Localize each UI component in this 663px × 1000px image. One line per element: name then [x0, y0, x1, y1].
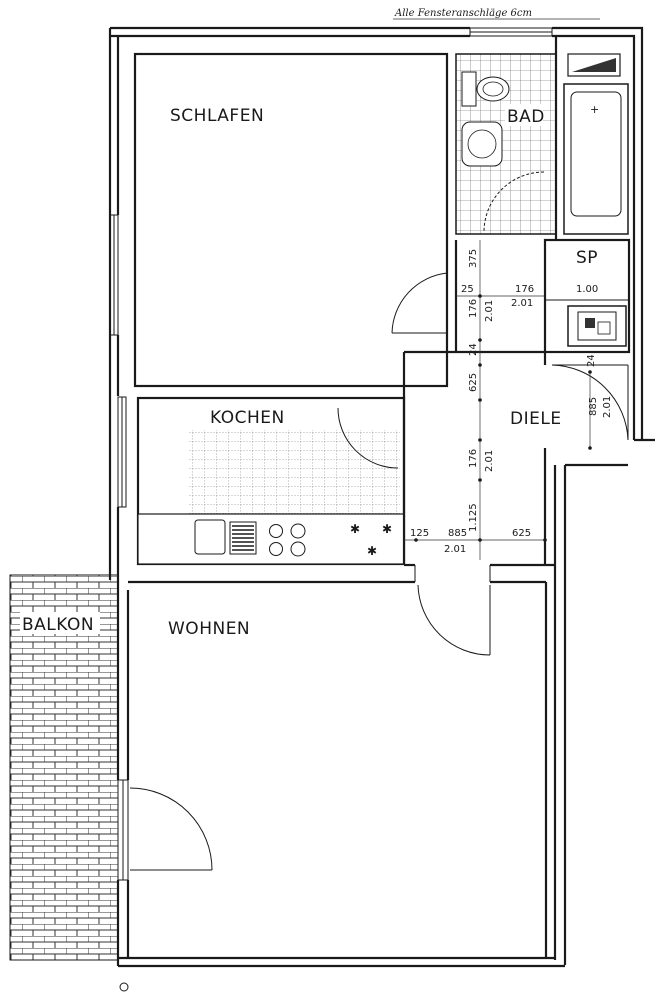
dim-201-a: 2.01	[511, 298, 533, 309]
room-label-sp: SP	[576, 248, 598, 268]
toilet-icon	[461, 71, 510, 107]
dim-201-v2: 2.01	[484, 450, 495, 472]
dim-201-v3: 2.01	[602, 396, 613, 418]
sink-icon	[461, 121, 503, 167]
dim-625-h: 625	[512, 528, 531, 539]
dim-176-a: 176	[515, 284, 534, 295]
dim-24-b: 24	[586, 354, 597, 367]
room-label-balkon: BALKON	[22, 615, 94, 635]
room-schlafen: SCHLAFEN	[133, 52, 449, 388]
dim-885-h: 885	[448, 528, 467, 539]
balcony: BALKON	[9, 574, 119, 961]
room-label-kochen: KOCHEN	[210, 408, 285, 428]
heater-icon	[567, 53, 621, 77]
dim-375: 375	[468, 249, 479, 268]
room-label-diele: DIELE	[510, 409, 562, 429]
dim-125: 125	[410, 528, 429, 539]
outer-walls	[108, 26, 655, 968]
bathtub-icon: +	[563, 83, 629, 235]
window-note: Alle Fensteranschläge 6cm	[394, 8, 532, 19]
dim-625-v: 625	[468, 373, 479, 392]
kitchen-sink-icon	[194, 519, 257, 555]
dim-1125: 1.125	[468, 503, 479, 532]
room-label-bad: BAD	[507, 107, 545, 127]
svg-text:✱: ✱	[367, 544, 377, 558]
dim-201-v1: 2.01	[484, 300, 495, 322]
svg-text:✱: ✱	[382, 522, 392, 536]
dim-24: 24	[468, 343, 479, 356]
room-diele: DIELE 375 25 176 2.01 1.00 176 2.01 24 6…	[402, 240, 629, 582]
room-kochen: KOCHEN ✱ ✱ ✱	[136, 396, 406, 566]
room-wohnen: WOHNEN	[119, 580, 548, 992]
dim-885-v: 885	[588, 397, 599, 416]
stove-icon	[269, 523, 306, 557]
dim-201-h: 2.01	[444, 544, 466, 555]
room-label-wohnen: WOHNEN	[168, 619, 250, 639]
svg-text:+: +	[590, 103, 599, 116]
dim-176-v1: 176	[468, 299, 479, 318]
svg-text:✱: ✱	[350, 522, 360, 536]
room-bad: BAD +	[455, 36, 629, 240]
dim-176-v2: 176	[468, 449, 479, 468]
room-label-schlafen: SCHLAFEN	[170, 106, 264, 126]
dim-25: 25	[461, 284, 474, 295]
room-sp: SP	[543, 238, 631, 354]
boiler-icon	[567, 305, 627, 347]
dim-100: 1.00	[576, 284, 598, 295]
